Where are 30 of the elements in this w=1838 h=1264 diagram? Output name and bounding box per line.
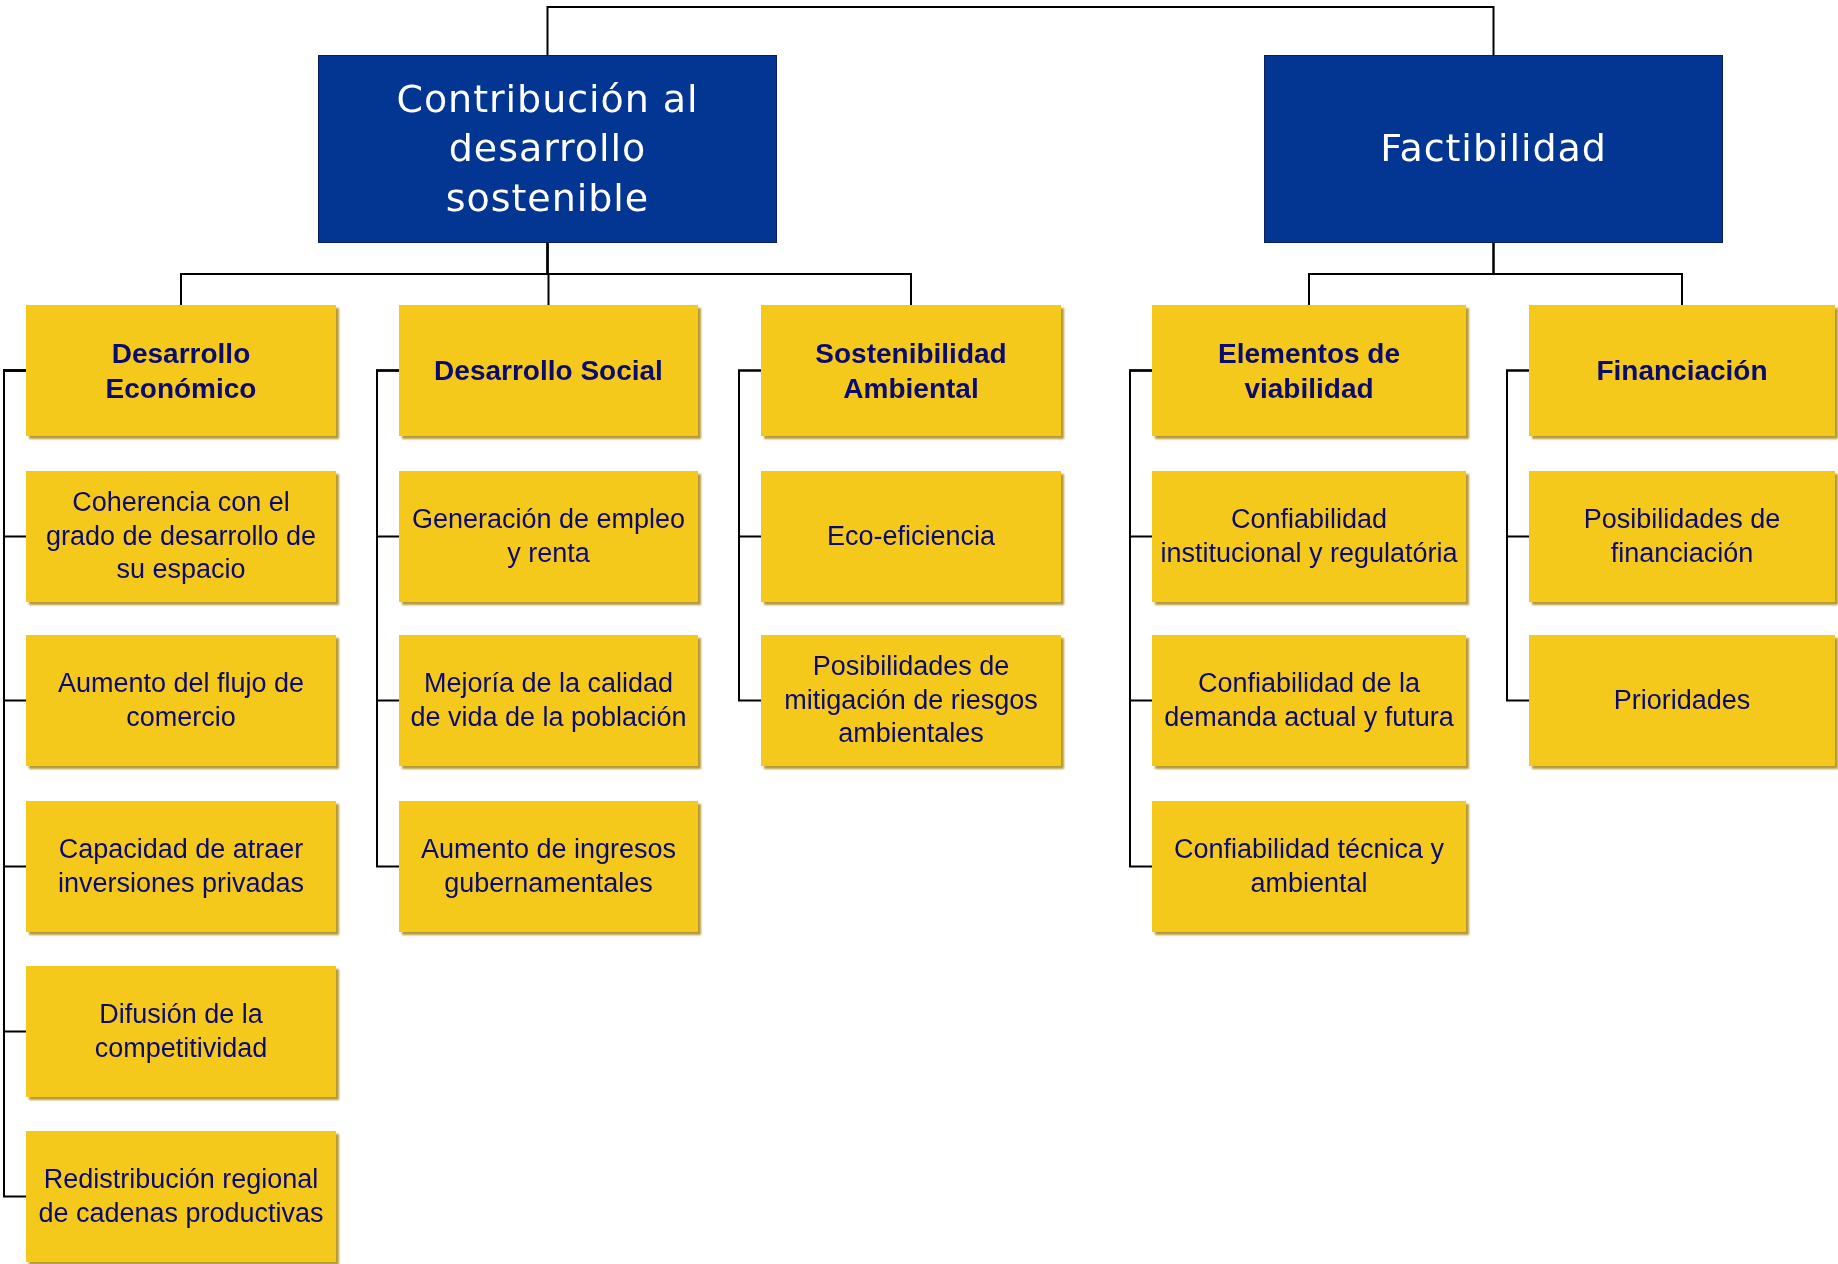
category-box: Factibilidad <box>1264 55 1723 243</box>
heading-box: Financiación <box>1529 305 1835 436</box>
criterion-box: Eco-eficiencia <box>761 471 1061 602</box>
criterion-box: Prioridades <box>1529 635 1835 766</box>
criterion-box: Confiabilidad institucional y regulatória <box>1152 471 1466 602</box>
criterion-box: Capacidad de atraer inversiones privadas <box>26 801 336 932</box>
criterion-box: Coherencia con el grado de desarrollo de su espacio <box>26 471 336 602</box>
heading-box: Sostenibilidad Ambiental <box>761 305 1061 436</box>
criterion-box: Generación de empleo y renta <box>399 471 698 602</box>
heading-box: Desarrollo Económico <box>26 305 336 436</box>
criterion-box: Posibilidades de mitigación de riesgos ambientales <box>761 635 1061 766</box>
connector-line <box>1506 369 1530 702</box>
connector-line <box>546 6 1495 56</box>
criterion-box: Posibilidades de financiación <box>1529 471 1835 602</box>
connector-line <box>546 242 912 306</box>
criterion-box: Aumento de ingresos gubernamentales <box>399 801 698 932</box>
criterion-box: Difusión de la competitividad <box>26 966 336 1097</box>
criterion-box: Aumento del flujo de comercio <box>26 635 336 766</box>
heading-box: Elementos de viabilidad <box>1152 305 1466 436</box>
connector-line <box>376 369 400 868</box>
connector-line <box>3 369 27 1198</box>
category-box: Contribución al desarrollo sostenible <box>318 55 777 243</box>
criterion-box: Mejoría de la calidad de vida de la población <box>399 635 698 766</box>
criterion-box: Redistribución regional de cadenas productivas <box>26 1131 336 1262</box>
connector-line <box>738 369 762 702</box>
criterion-box: Confiabilidad de la demanda actual y futura <box>1152 635 1466 766</box>
connector-line <box>1129 369 1153 868</box>
heading-box: Desarrollo Social <box>399 305 698 436</box>
criterion-box: Confiabilidad técnica y ambiental <box>1152 801 1466 932</box>
connector-line <box>1492 242 1683 306</box>
